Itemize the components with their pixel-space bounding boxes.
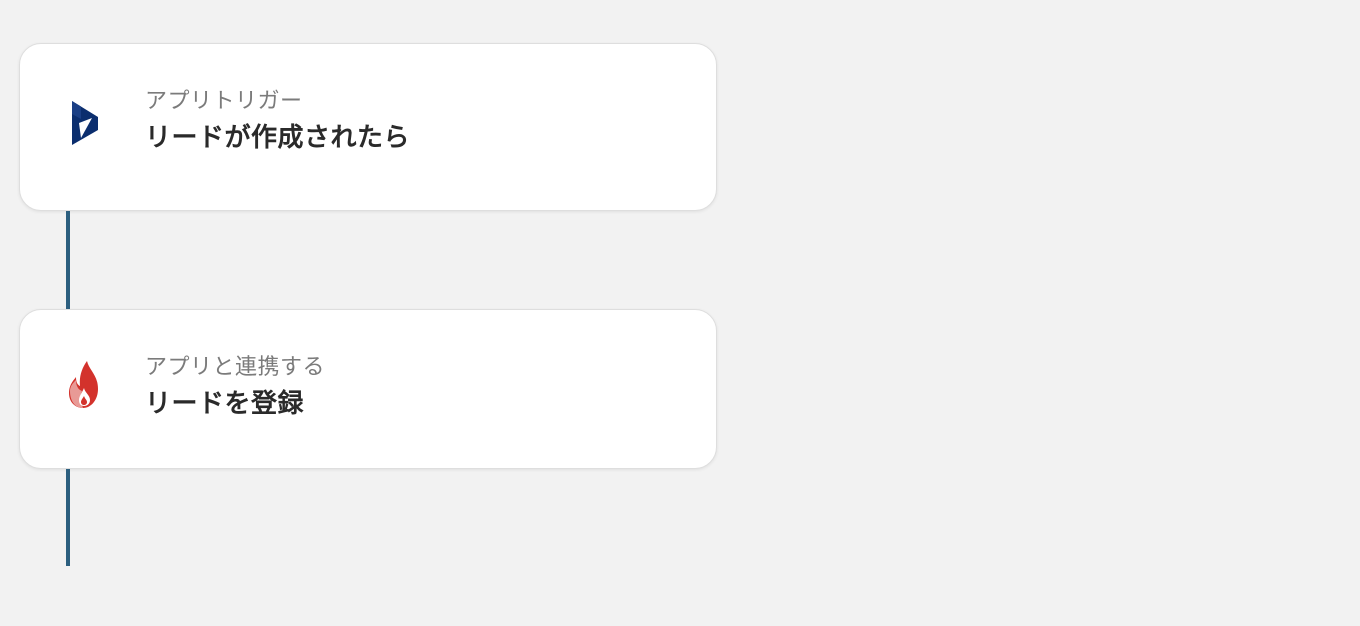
action-step-card[interactable]: アプリと連携する リードを登録 [19,309,717,469]
step-type-label: アプリトリガー [145,89,303,114]
flow-connector [66,211,70,309]
flow-connector [66,469,70,566]
step-type-label: アプリと連携する [145,355,326,380]
step-title: リードが作成されたら [145,123,411,153]
dynamics-365-icon [64,99,104,147]
step-title: リードを登録 [145,389,305,419]
flame-icon [64,361,104,409]
trigger-step-card[interactable]: アプリトリガー リードが作成されたら [19,43,717,211]
